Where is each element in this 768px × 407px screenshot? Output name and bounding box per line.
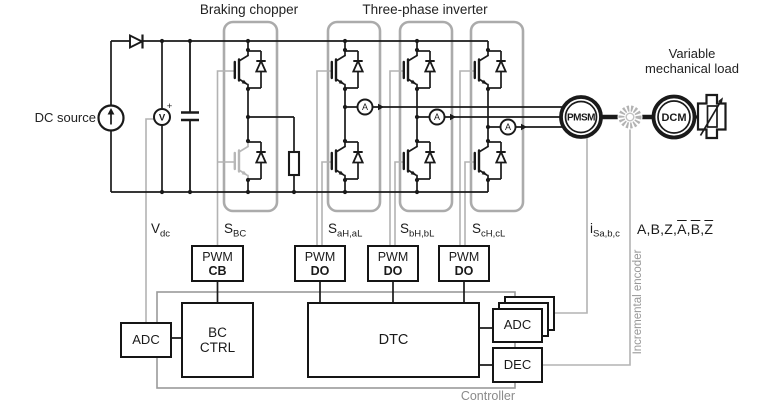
encoder-signals-label: A,B,Z,A,B,Z <box>637 221 714 237</box>
input-diode <box>129 33 145 50</box>
sa-label: SaH,aL <box>328 221 363 240</box>
brake-resistor <box>287 150 301 177</box>
current-sensor-a <box>356 98 374 116</box>
current-sensor-a-label: A <box>362 102 368 112</box>
controller-caption: Controller <box>460 389 515 403</box>
chopper-high-igbt <box>233 48 250 91</box>
pwm-do-b-block: PWM DO <box>367 245 419 282</box>
sbc-label: SBC <box>224 221 247 240</box>
variable-load-symbol <box>696 93 727 140</box>
bc-ctrl-block: BC CTRL <box>181 302 254 378</box>
encoder-wire <box>543 129 631 366</box>
pwm-do-a-block: PWM DO <box>294 245 346 282</box>
dc-bus-rails <box>110 40 488 193</box>
inverter-leg-a <box>330 41 364 192</box>
shaft-coupling-encoder <box>617 104 643 130</box>
gate-wires <box>216 70 475 245</box>
vdc-label: Vdc <box>151 221 171 240</box>
variable-load-title: Variable mechanical load <box>632 46 752 77</box>
current-sensor-c <box>499 118 517 136</box>
chopper-gate-wire <box>216 70 235 245</box>
pwm-do-a-line2: DO <box>310 263 330 278</box>
phase-c-arrow <box>521 123 527 131</box>
pmsm-machine <box>559 95 603 139</box>
braking-chopper-leg <box>233 41 301 192</box>
sense-wires <box>145 118 631 366</box>
chopper-low-igbt-inactive <box>233 139 250 182</box>
junction-dots <box>159 38 491 195</box>
current-sensor-b-label: A <box>434 112 440 122</box>
current-sense-wire <box>555 136 588 314</box>
pwm-do-a-line1: PWM <box>304 249 336 264</box>
voltage-sensor <box>153 41 171 192</box>
pwm-do-c-line1: PWM <box>448 249 480 264</box>
sc-label: ScH,cL <box>472 221 506 240</box>
voltage-polarity-label: + <box>167 101 173 112</box>
power-circuit <box>97 33 572 366</box>
pwm-do-b-line2: DO <box>383 263 403 278</box>
dc-source-label: DC source <box>34 110 96 125</box>
bc-ctrl-line2: CTRL <box>199 340 236 355</box>
phase-a-arrow <box>378 103 384 111</box>
leg-a-gate-wires <box>316 70 332 245</box>
voltage-sensor-label: V <box>159 113 166 124</box>
incremental-encoder-caption: Incremental encoder <box>632 249 644 355</box>
dcm-label: DCM <box>661 112 686 124</box>
variable-load-title-line1: Variable <box>668 46 716 61</box>
bc-ctrl-line1: BC <box>208 324 227 340</box>
sb-label: SbH,bL <box>400 221 435 240</box>
controller-wires <box>172 282 492 366</box>
dec-block: DEC <box>492 347 543 383</box>
variable-load-title-line2: mechanical load <box>645 60 739 76</box>
pwm-do-c-block: PWM DO <box>438 245 490 282</box>
inverter-leg-a-border <box>326 20 382 213</box>
pwm-cb-line1: PWM <box>202 249 233 264</box>
adc-dc-block: ADC <box>120 322 172 358</box>
leg-c-gate-wires <box>459 70 475 245</box>
drivetrain <box>559 93 727 140</box>
vdc-sense-wire <box>145 118 154 322</box>
pwm-cb-line2: CB <box>208 263 227 278</box>
three-phase-inverter-title: Three-phase inverter <box>362 2 488 17</box>
dcm-machine <box>651 94 699 140</box>
dtc-block: DTC <box>307 302 480 378</box>
current-sensor-b <box>428 108 446 126</box>
is-label: iSa,b,c <box>590 221 620 240</box>
pwm-do-b-line1: PWM <box>377 249 409 264</box>
dc-source-symbol <box>97 104 125 132</box>
pmsm-label: PMSM <box>567 113 595 124</box>
dc-link-capacitor <box>181 41 199 192</box>
braking-chopper-title: Braking chopper <box>199 2 299 17</box>
pwm-do-c-line2: DO <box>454 263 474 278</box>
leg-b-gate-wires <box>389 70 404 245</box>
adc-stack-front: ADC <box>492 308 543 343</box>
phase-b-arrow <box>450 113 456 121</box>
svg-labels: A A A V + PMSM DCM <box>159 101 687 132</box>
current-sensor-c-label: A <box>505 122 511 132</box>
pwm-cb-block: PWM CB <box>191 245 244 282</box>
